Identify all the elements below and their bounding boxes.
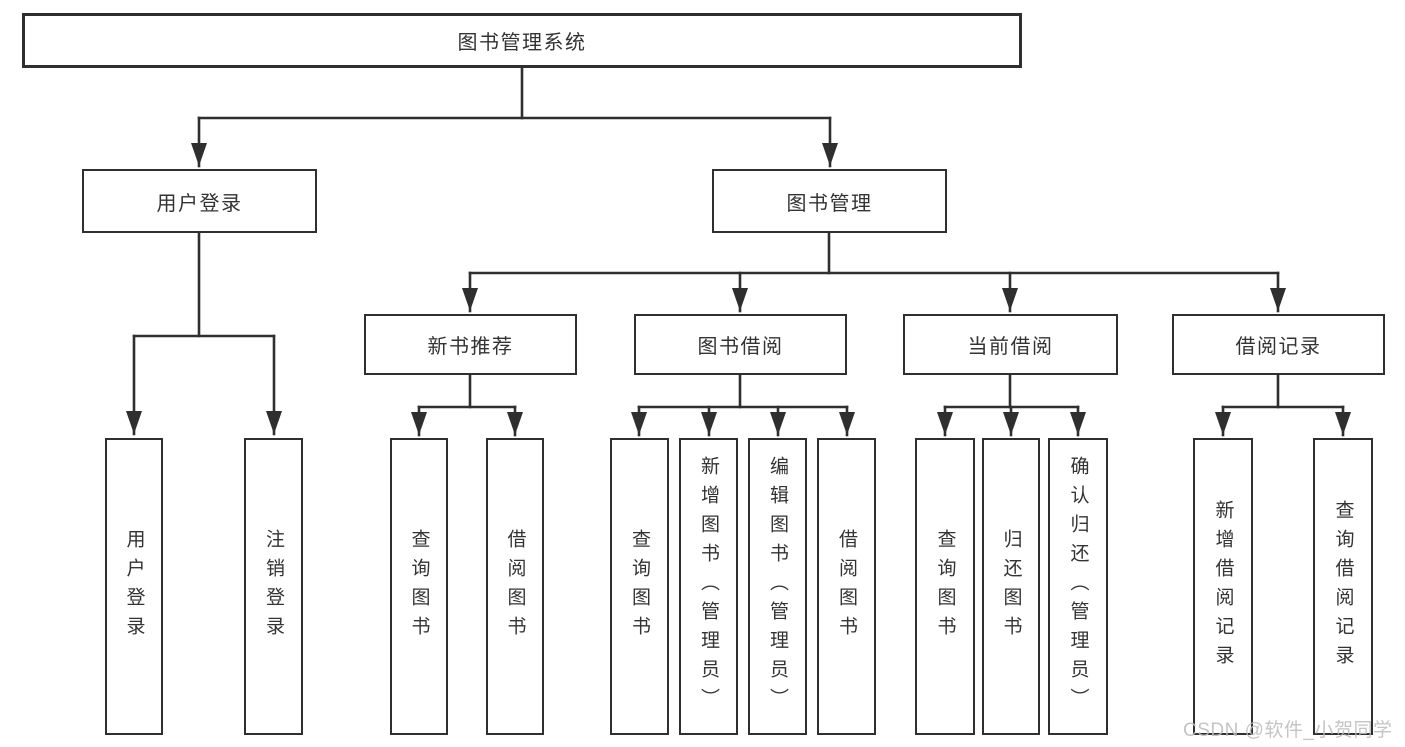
node-label: 新书推荐 bbox=[427, 336, 514, 358]
node-label: 查询借阅记录 bbox=[1332, 499, 1354, 674]
connectors-root-to-level2 bbox=[191, 66, 838, 168]
node-label: 归还图书 bbox=[1000, 528, 1022, 645]
node-label: 借阅图书 bbox=[504, 528, 526, 645]
node-library-management-system: 图书管理系统 bbox=[22, 13, 1022, 68]
node-borrowing-records: 借阅记录 bbox=[1172, 314, 1385, 375]
leaf-confirm-return-admin: 确认归还（管理员） bbox=[1048, 438, 1108, 735]
leaf-edit-book-admin: 编辑图书（管理员） bbox=[748, 438, 807, 735]
connectors-new-book-recommend-children bbox=[411, 373, 523, 437]
node-user-login: 用户登录 bbox=[82, 169, 317, 233]
node-label: 查询图书 bbox=[629, 528, 650, 645]
node-label: 确认归还（管理员） bbox=[1067, 456, 1089, 717]
node-label: 新增借阅记录 bbox=[1212, 499, 1234, 674]
node-label: 新增图书（管理员） bbox=[698, 456, 719, 717]
watermark: CSDN @软件_小贺同学 bbox=[1183, 720, 1393, 741]
node-label: 借阅图书 bbox=[836, 528, 857, 645]
leaf-query-books-recommend: 查询图书 bbox=[390, 438, 448, 735]
leaf-add-borrow-record: 新增借阅记录 bbox=[1193, 438, 1253, 735]
node-current-borrowing: 当前借阅 bbox=[903, 314, 1118, 375]
node-new-book-recommend: 新书推荐 bbox=[364, 314, 577, 375]
node-label: 当前借阅 bbox=[967, 336, 1054, 358]
leaf-query-borrow-record: 查询借阅记录 bbox=[1313, 438, 1373, 735]
connectors-book-management-children bbox=[462, 231, 1286, 313]
connectors-current-borrowing-children bbox=[937, 373, 1086, 437]
leaf-borrow-books-recommend: 借阅图书 bbox=[486, 438, 544, 735]
node-label: 查询图书 bbox=[408, 528, 430, 645]
node-label: 借阅记录 bbox=[1235, 336, 1322, 358]
node-label: 编辑图书（管理员） bbox=[767, 456, 788, 717]
leaf-query-books-current: 查询图书 bbox=[915, 438, 975, 735]
connectors-user-login-children bbox=[126, 231, 282, 436]
node-label: 图书借阅 bbox=[697, 336, 784, 358]
node-label: 注销登录 bbox=[263, 528, 284, 645]
leaf-user-login: 用户登录 bbox=[105, 438, 163, 735]
leaf-borrow-books-borrowing: 借阅图书 bbox=[817, 438, 876, 735]
leaf-add-book-admin: 新增图书（管理员） bbox=[679, 438, 738, 735]
node-label: 用户登录 bbox=[123, 528, 145, 645]
node-label: 图书管理系统 bbox=[457, 32, 587, 54]
connectors-book-borrowing-children bbox=[631, 373, 855, 437]
node-label: 图书管理 bbox=[786, 192, 873, 215]
leaf-return-book: 归还图书 bbox=[982, 438, 1040, 735]
leaf-query-books-borrowing: 查询图书 bbox=[610, 438, 669, 735]
node-book-management: 图书管理 bbox=[712, 169, 947, 233]
node-label: 查询图书 bbox=[934, 528, 956, 645]
node-book-borrowing: 图书借阅 bbox=[634, 314, 847, 375]
leaf-logout: 注销登录 bbox=[244, 438, 303, 735]
connectors-borrowing-records-children bbox=[1215, 373, 1351, 437]
node-label: 用户登录 bbox=[156, 192, 243, 215]
